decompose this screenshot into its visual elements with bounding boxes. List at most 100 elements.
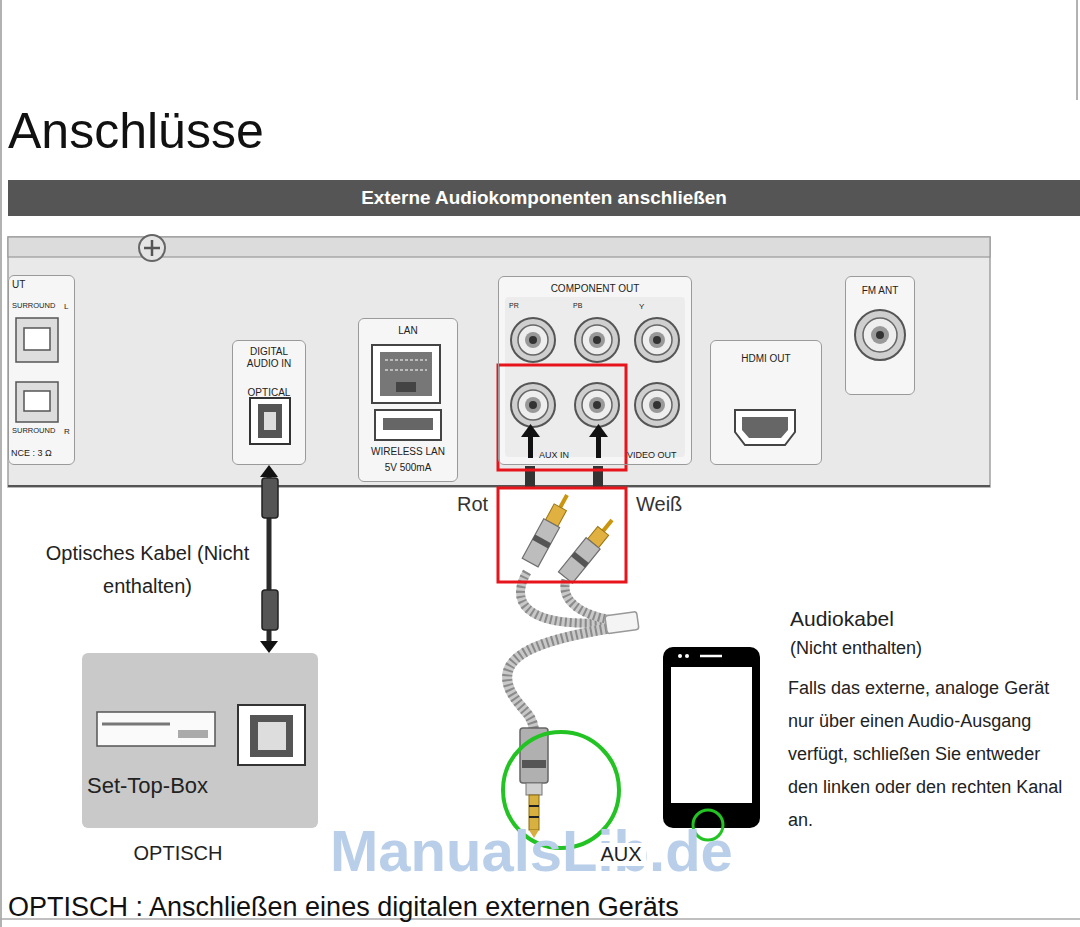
smartphone [663, 647, 760, 828]
set-top-box-ground [258, 722, 286, 750]
speaker-terminal [16, 382, 58, 422]
rca-jack [863, 318, 897, 352]
connection-type-label: AUX [596, 843, 646, 866]
rca-jack [529, 401, 537, 409]
highlight-box [498, 488, 626, 582]
node-label: FM ANT [846, 285, 914, 297]
rca-jack [871, 326, 889, 344]
panel-screw [139, 235, 165, 261]
optical-plug [262, 478, 278, 630]
rca-jack [511, 383, 555, 427]
page-title: Anschlüsse [8, 103, 264, 161]
rca-jack [525, 332, 541, 348]
hdmi-port [742, 417, 788, 438]
back-panel [8, 237, 990, 487]
caption: OPTISCH : Anschließen eines digitalen ex… [8, 892, 679, 923]
rca-jack [575, 318, 619, 362]
highlight-box [498, 365, 626, 582]
rca-jack [582, 390, 612, 420]
rca-jack [649, 332, 665, 348]
set-top-box-ground [178, 730, 208, 738]
connector-box-fill [358, 318, 458, 482]
connector-box-fill [505, 297, 685, 457]
cable-splitter [605, 611, 639, 633]
lan-port [396, 382, 416, 392]
node-label: Y [639, 302, 644, 311]
node-label: PB [573, 302, 582, 310]
node-label: NCE : 3 Ω [11, 448, 52, 458]
lan-port [380, 352, 432, 396]
node-label: PR [509, 302, 519, 310]
set-top-box-ground [82, 653, 318, 828]
section-band: Externe Audiokomponenten anschließen [8, 180, 1080, 216]
rca-jack [518, 325, 548, 355]
rca-plug [522, 519, 559, 567]
optical-port [250, 398, 290, 444]
rca-plug [571, 552, 589, 568]
rca-jack [575, 318, 619, 362]
cable-splitter [605, 611, 639, 633]
rca-jack [855, 310, 905, 360]
rca-plug [532, 535, 551, 549]
rca-jack [649, 397, 665, 413]
set-top-box-ground [102, 723, 170, 726]
rca-jack [855, 310, 905, 360]
optical-plug [262, 478, 278, 518]
rca-jack [575, 383, 619, 427]
node-label: Set-Top-Box [87, 773, 208, 798]
node-label: Externe Audiokomponenten anschließen [8, 180, 1080, 216]
set-top-box-ground [97, 712, 215, 746]
insert-arrow [589, 424, 608, 437]
connection-type-label: OPTISCH [128, 842, 228, 865]
rca-jack [529, 336, 537, 344]
lan-port [385, 359, 427, 361]
node-label: R [64, 427, 70, 436]
page-rule [1076, 0, 1078, 100]
speaker-terminal [16, 318, 58, 422]
node-label: VIDEO OUT [627, 450, 677, 460]
rca-plug [602, 519, 614, 532]
cable-name: Audiokabel [790, 607, 894, 631]
rca-jack [589, 332, 605, 348]
hdmi-port [735, 410, 795, 445]
rca-jack [653, 336, 661, 344]
page-rule [0, 0, 2, 927]
node-label: HDMI OUT [711, 353, 821, 365]
panel-screw [139, 235, 165, 261]
wire-color-label: Weiß [636, 493, 682, 516]
speaker-terminal [24, 391, 50, 411]
smartphone [663, 647, 760, 828]
rca-jack [653, 401, 661, 409]
set-top-box-ground [82, 653, 318, 828]
optical-port [264, 412, 276, 430]
rca-cable [507, 628, 612, 730]
node-label: LAN [359, 325, 457, 337]
connector-box-fill [498, 276, 692, 465]
smartphone [678, 654, 682, 658]
optical-port [250, 398, 290, 444]
usb-port [375, 410, 441, 440]
rca-jack [635, 318, 679, 362]
watermark: ManualsLib.de [330, 818, 733, 885]
jack-plug [529, 805, 539, 807]
component-out-box: COMPONENT OUTPRPBYAUX INVIDEO OUT [498, 276, 692, 465]
set-top-box: Set-Top-Box [82, 653, 318, 828]
usb-port [375, 410, 441, 440]
jack-plug [522, 760, 546, 768]
connector-box-fill [232, 340, 306, 465]
insert-arrow [521, 424, 540, 437]
lan-port [372, 345, 440, 403]
edge-label: Optisches Kabel (Nicht enthalten) [40, 537, 255, 603]
instruction-text: Falls das externe, analoge Gerät nur übe… [788, 672, 1074, 837]
rca-jack [511, 383, 555, 427]
rca-jack [642, 325, 672, 355]
rca-jack [511, 318, 555, 362]
optical-cable [260, 465, 278, 653]
node-label: SURROUND [12, 427, 55, 436]
smartphone [700, 655, 722, 658]
rca-jack [582, 325, 612, 355]
speaker-terminal [24, 328, 50, 350]
lan-box: LANWIRELESS LAN5V 500mA [358, 318, 458, 482]
